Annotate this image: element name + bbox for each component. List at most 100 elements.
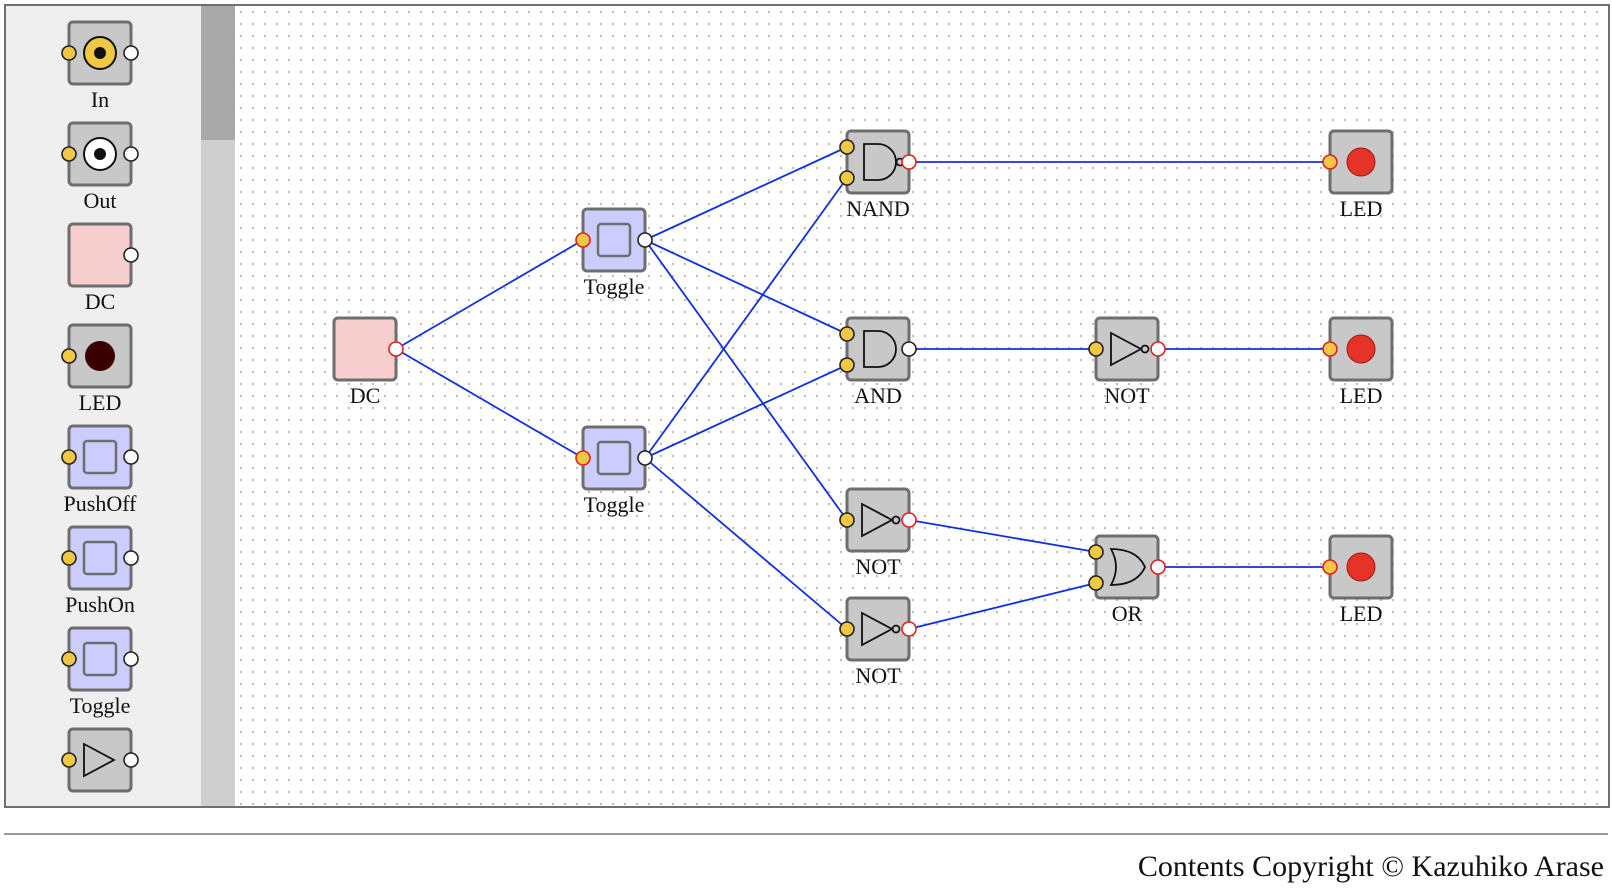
wire-toggle1-out-to-and1-in1[interactable] [644, 239, 848, 335]
input-pin-icon[interactable] [1322, 154, 1338, 170]
wires [395, 146, 1330, 630]
input-pin-icon[interactable] [61, 45, 77, 61]
output-pin-icon[interactable] [901, 341, 917, 357]
palette-item-buffer[interactable] [61, 727, 139, 793]
component-label-toggle1: Toggle [583, 274, 645, 299]
palette-item-dc[interactable] [67, 222, 139, 288]
component-label-not3: NOT [855, 663, 901, 688]
input-pin-icon[interactable] [839, 357, 855, 373]
led-unlit-icon [85, 341, 115, 371]
input-pin-icon[interactable] [839, 512, 855, 528]
input-pin-icon[interactable] [61, 146, 77, 162]
component-dc[interactable] [332, 316, 404, 382]
palette-item-body[interactable] [67, 222, 133, 288]
input-pin-icon[interactable] [61, 449, 77, 465]
palette-scrollbar-thumb[interactable] [201, 6, 235, 140]
input-pin-icon[interactable] [61, 651, 77, 667]
output-pin-icon[interactable] [901, 512, 917, 528]
nand-component-body[interactable] [845, 129, 911, 195]
or-component-body[interactable] [1094, 534, 1160, 600]
output-pin-icon[interactable] [123, 550, 139, 566]
output-pin-icon[interactable] [1150, 341, 1166, 357]
nand-gate-icon [863, 143, 897, 181]
inversion-bubble-icon [891, 515, 901, 525]
component-toggle1[interactable] [575, 207, 653, 273]
output-pin-icon[interactable] [901, 154, 917, 170]
output-pin-icon[interactable] [123, 247, 139, 263]
palette-item-label: Out [83, 188, 117, 213]
input-pin-icon[interactable] [1088, 575, 1104, 591]
input-pin-icon[interactable] [575, 450, 591, 466]
input-pin-icon[interactable] [839, 621, 855, 637]
palette-item-body[interactable] [67, 727, 133, 793]
output-pin-icon[interactable] [901, 621, 917, 637]
component-toggle2[interactable] [575, 425, 653, 491]
palette-scrollbar[interactable] [201, 6, 235, 806]
palette-item-in[interactable] [61, 20, 139, 86]
led-lit-icon [1346, 147, 1376, 177]
component-or1[interactable] [1088, 534, 1166, 600]
output-pin-icon[interactable] [123, 752, 139, 768]
input-pin-icon[interactable] [1322, 559, 1338, 575]
input-pin-icon[interactable] [61, 752, 77, 768]
and-component-body[interactable] [845, 316, 911, 382]
input-pin-icon[interactable] [575, 232, 591, 248]
output-pin-icon[interactable] [123, 45, 139, 61]
input-pin-icon[interactable] [1322, 341, 1338, 357]
copyright-text: Contents Copyright © Kazuhiko Arase [1137, 850, 1604, 883]
component-not2[interactable] [839, 487, 917, 553]
wire-toggle1-out-to-not2-in[interactable] [644, 239, 848, 521]
wire-toggle2-out-to-nand1-in2[interactable] [644, 177, 848, 459]
component-led2[interactable] [1322, 316, 1394, 382]
palette-item-toggle[interactable] [61, 626, 139, 692]
output-pin-icon[interactable] [123, 146, 139, 162]
output-pin-icon[interactable] [123, 651, 139, 667]
palette-item-label: In [90, 87, 110, 112]
wire-dc-out-to-toggle1-in[interactable] [395, 239, 584, 350]
output-pin-icon[interactable] [123, 449, 139, 465]
wire-not2-out-to-or1-in1[interactable] [908, 519, 1097, 553]
component-nand1[interactable] [839, 129, 917, 195]
palette-item-label: PushOn [65, 592, 135, 617]
component-led1[interactable] [1322, 129, 1394, 195]
input-pin-icon[interactable] [839, 326, 855, 342]
component-label-nand1: NAND [846, 196, 910, 221]
wire-dc-out-to-toggle2-in[interactable] [395, 348, 584, 459]
input-pin-icon[interactable] [839, 139, 855, 155]
component-not3[interactable] [839, 596, 917, 662]
output-pin-icon[interactable] [1150, 559, 1166, 575]
output-pin-icon[interactable] [637, 232, 653, 248]
circuit-drawing[interactable] [235, 6, 1608, 806]
component-led3[interactable] [1322, 534, 1394, 600]
output-pin-icon[interactable] [388, 341, 404, 357]
component-label-dc: DC [349, 383, 381, 408]
component-and1[interactable] [839, 316, 917, 382]
and-gate-icon [863, 330, 897, 368]
wire-toggle2-out-to-and1-in2[interactable] [644, 364, 848, 459]
footer-divider [4, 833, 1608, 835]
not-gate-icon [861, 502, 894, 538]
input-pin-icon[interactable] [61, 550, 77, 566]
palette-item-pushoff[interactable] [61, 424, 139, 490]
palette-item-out[interactable] [61, 121, 139, 187]
output-pin-icon[interactable] [637, 450, 653, 466]
component-label-led1: LED [1339, 196, 1383, 221]
input-dot-icon [94, 47, 106, 59]
component-label-not2: NOT [855, 554, 901, 579]
palette-item-label: PushOff [63, 491, 137, 516]
switch-button-icon [82, 439, 118, 475]
component-not1[interactable] [1088, 316, 1166, 382]
wire-toggle2-out-to-not3-in[interactable] [644, 457, 848, 630]
component-label-and1: AND [854, 383, 902, 408]
input-pin-icon[interactable] [839, 170, 855, 186]
switch-button-icon [596, 440, 632, 476]
input-pin-icon[interactable] [61, 348, 77, 364]
wire-toggle1-out-to-nand1-in1[interactable] [644, 146, 848, 241]
palette-item-pushon[interactable] [61, 525, 139, 591]
wire-not3-out-to-or1-in2[interactable] [908, 582, 1097, 630]
input-pin-icon[interactable] [1088, 341, 1104, 357]
dc-component-body[interactable] [332, 316, 398, 382]
input-pin-icon[interactable] [1088, 544, 1104, 560]
palette-item-led[interactable] [61, 323, 133, 389]
